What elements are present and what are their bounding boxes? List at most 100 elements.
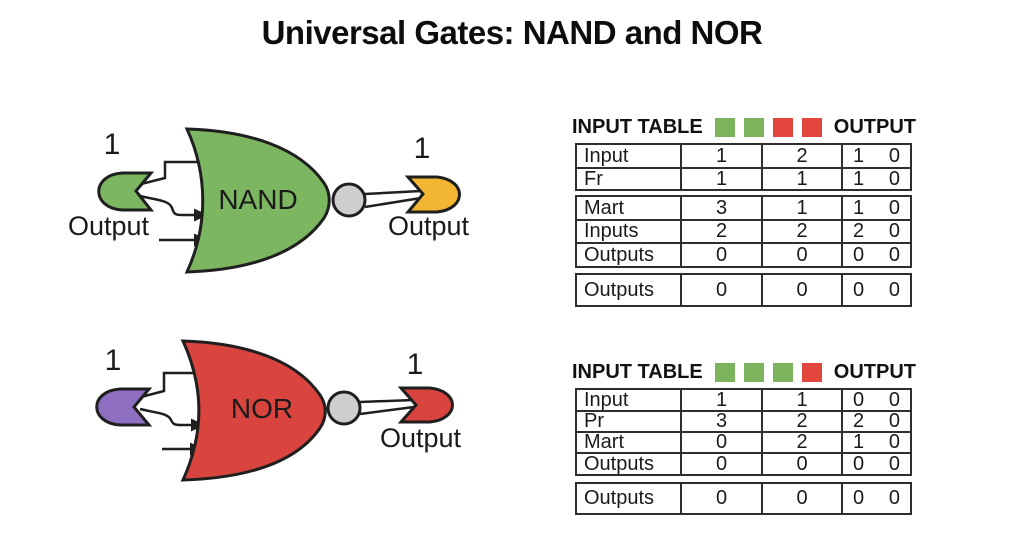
input-value-2: 0 <box>761 484 841 513</box>
green-legend-square-icon <box>714 362 735 382</box>
output-value-a: 2 <box>853 221 865 242</box>
green-legend-square-icon <box>714 117 735 137</box>
row-label: Mart <box>584 433 624 452</box>
nor-input-value: 1 <box>104 344 122 377</box>
output-value-a: 1 <box>853 169 865 189</box>
row-label: Outputs <box>584 454 655 474</box>
input-value-1: 1 <box>680 390 761 410</box>
output-value-a: 1 <box>853 145 865 167</box>
output-value-b: 0 <box>888 412 900 431</box>
nor-output-caption: Output <box>380 423 462 453</box>
input-value-2: 2 <box>761 221 841 242</box>
nand-output-value: 1 <box>413 132 431 165</box>
row-label: Outputs <box>584 244 655 266</box>
nand-table-legend <box>714 117 822 137</box>
nor-inversion-bubble <box>326 390 362 426</box>
green-legend-square-icon <box>743 362 764 382</box>
page-title: Universal Gates: NAND and NOR <box>261 14 763 51</box>
green-legend-square-icon <box>743 117 764 137</box>
output-value-b: 0 <box>888 169 900 189</box>
output-value-a: 2 <box>853 412 865 431</box>
red-legend-square-icon <box>801 362 822 382</box>
nor-table-legend <box>714 362 822 382</box>
output-value-b: 0 <box>888 197 900 219</box>
output-value-a: 0 <box>853 244 865 266</box>
nand-output-tag <box>404 175 461 214</box>
row-label: Fr <box>584 169 603 189</box>
input-value-2: 0 <box>761 244 841 266</box>
row-label: Mart <box>584 197 624 219</box>
red-legend-square-icon <box>801 117 822 137</box>
nand-input-caption: Output <box>68 211 150 241</box>
nand-inversion-bubble <box>331 182 367 218</box>
output-value-b: 0 <box>888 433 900 452</box>
output-value-b: 0 <box>888 244 900 266</box>
nor-table-header: INPUT TABLE OUTPUT <box>572 359 916 385</box>
output-value-b: 0 <box>888 390 900 410</box>
input-value-2: 1 <box>761 390 841 410</box>
nand-table-output-label: OUTPUT <box>833 115 916 138</box>
row-label: Inputs <box>584 221 639 242</box>
red-legend-square-icon <box>772 117 793 137</box>
output-value-b: 0 <box>888 278 900 301</box>
input-value-2: 2 <box>761 433 841 452</box>
input-value-2: 1 <box>761 197 841 219</box>
output-value-a: 1 <box>853 197 865 219</box>
input-value-2: 1 <box>761 169 841 189</box>
nor-input-wire-middle <box>139 407 193 427</box>
row-label: Input <box>584 390 629 410</box>
input-value-1: 1 <box>680 169 761 189</box>
nand-gate-body <box>184 127 331 274</box>
input-value-1: 3 <box>680 197 761 219</box>
input-value-2: 0 <box>761 275 841 305</box>
nand-input-tag <box>97 171 155 212</box>
nor-table-output-label: OUTPUT <box>833 360 916 383</box>
row-label: Input <box>584 145 629 167</box>
row-label: Pr <box>584 412 604 431</box>
nand-table-title: INPUT TABLE <box>572 115 703 138</box>
green-legend-square-icon <box>772 362 793 382</box>
input-value-1: 3 <box>680 412 761 431</box>
nand-table-header: INPUT TABLE OUTPUT <box>572 114 916 140</box>
output-value-a: 1 <box>853 433 865 452</box>
output-value-a: 0 <box>853 454 865 474</box>
nor-output-wire <box>359 398 415 416</box>
nor-input-tag <box>95 387 153 427</box>
nand-gate-label: NAND <box>218 184 298 215</box>
nor-table-title: INPUT TABLE <box>572 360 703 383</box>
nor-gate-label: NOR <box>230 393 294 424</box>
output-value-b: 0 <box>888 487 900 509</box>
row-label: Outputs <box>584 278 655 301</box>
input-value-1: 0 <box>680 484 761 513</box>
output-value-b: 0 <box>888 454 900 474</box>
nor-input-wire-top <box>140 371 205 399</box>
output-value-b: 0 <box>888 145 900 167</box>
nor-output-tag <box>397 386 454 424</box>
nand-input-wire-top <box>140 160 208 186</box>
nand-output-wire <box>364 189 422 209</box>
input-value-1: 0 <box>680 275 761 305</box>
input-value-1: 0 <box>680 433 761 452</box>
output-value-a: 0 <box>853 390 865 410</box>
input-value-1: 0 <box>680 244 761 266</box>
input-value-1: 2 <box>680 221 761 242</box>
input-value-2: 0 <box>761 454 841 474</box>
